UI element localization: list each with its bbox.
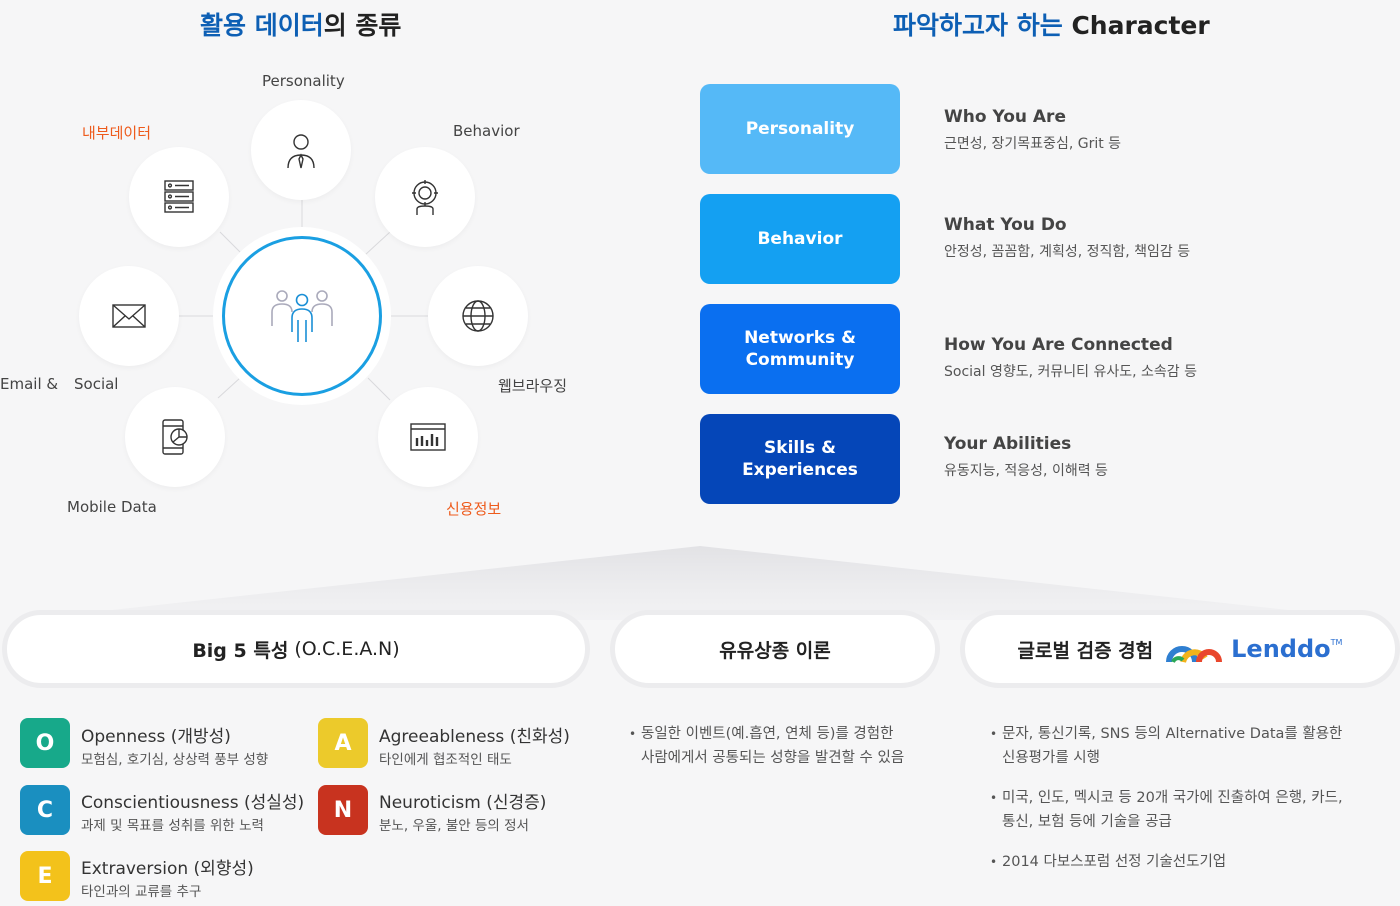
behavior-label: Behavior <box>453 122 520 140</box>
global-bullet-3: • 2014 다보스포럼 선정 기술선도기업 <box>990 850 1227 874</box>
social-label: Social <box>74 375 119 393</box>
spotlight-wedge <box>20 546 1380 620</box>
big5-pill-bold: Big 5 특성 <box>192 639 289 662</box>
box-line-1: Networks & <box>744 328 856 348</box>
bullet-line: 동일한 이벤트(예.흡연, 연체 등)를 경험한 <box>641 726 894 742</box>
email-social-node <box>79 266 179 366</box>
character-desc-how: Social 영향도, 커뮤니티 유사도, 소속감 등 <box>944 364 1197 380</box>
box-line-1: Skills & <box>764 438 836 458</box>
big5-pill-rest: (O.C.E.A.N) <box>288 638 400 660</box>
lenddo-tm: TM <box>1330 637 1343 647</box>
web-browsing-label: 웹브라우징 <box>498 377 568 395</box>
ocean-desc-extraversion: 타인과의 교류를 추구 <box>81 884 202 900</box>
big5-pill: Big 5 특성 (O.C.E.A.N) <box>2 610 590 688</box>
credit-info-node <box>378 387 478 487</box>
ocean-desc-openness: 모험심, 호기심, 상상력 풍부 성향 <box>81 752 269 768</box>
character-title: 파악하고자 하는 Character <box>893 6 1210 42</box>
internal-data-label: 내부데이터 <box>82 124 152 142</box>
data-types-title: 활용 데이터의 종류 <box>200 6 401 42</box>
character-title-highlight: 파악하고자 하는 <box>893 11 1063 40</box>
ocean-desc-agreeableness: 타인에게 협조적인 태도 <box>379 752 512 768</box>
person-tie-icon <box>287 134 315 169</box>
bullet-dot: • <box>990 855 998 869</box>
server-list-icon <box>164 180 194 213</box>
personality-label: Personality <box>262 72 345 90</box>
character-title-who: Who You Are <box>944 107 1066 127</box>
character-box-label: Behavior <box>757 229 843 249</box>
character-title-abilities: Your Abilities <box>944 434 1072 454</box>
internal-data-node <box>129 147 229 247</box>
envelope-icon <box>112 304 146 328</box>
character-desc-what: 안정성, 꼼꼼함, 계획성, 정직함, 책임감 등 <box>944 244 1191 260</box>
web-browsing-node <box>428 266 528 366</box>
theory-bullet-1: • 동일한 이벤트(예.흡연, 연체 등)를 경험한 사람에게서 공통되는 성향… <box>629 722 905 770</box>
global-bullet-2: • 미국, 인도, 멕시코 등 20개 국가에 진출하여 은행, 카드, 통신,… <box>990 786 1343 834</box>
global-bullet-1: • 문자, 통신기록, SNS 등의 Alternative Data를 활용한… <box>990 722 1343 770</box>
global-pill-label: 글로벌 검증 경험 <box>1017 639 1154 662</box>
bullet-line: 사람에게서 공통되는 성향을 발견할 수 있음 <box>641 750 905 766</box>
theory-pill: 유유상종 이론 <box>610 610 940 688</box>
character-box-personality: Personality <box>700 84 900 174</box>
browser-chart-icon <box>410 423 446 451</box>
email-label: Email & <box>0 375 59 393</box>
ocean-title-extraversion: Extraversion (외향성) <box>81 859 254 879</box>
connector-lines <box>178 200 428 401</box>
character-desc-abilities: 유동지능, 적응성, 이해력 등 <box>944 463 1108 479</box>
ocean-badge-c: C <box>20 785 70 835</box>
ocean-title-openness: Openness (개방성) <box>81 727 231 747</box>
ocean-desc-neuroticism: 분노, 우울, 불안 등의 정서 <box>379 818 529 834</box>
gear-head-icon <box>412 180 438 215</box>
lenddo-brand: Lenddo <box>1231 635 1331 663</box>
data-types-title-rest: 의 종류 <box>323 11 402 40</box>
ocean-desc-conscientiousness: 과제 및 목표를 성취를 위한 노력 <box>81 818 264 834</box>
behavior-node <box>375 147 475 247</box>
globe-icon <box>462 300 494 332</box>
character-desc-who: 근면성, 장기목표중심, Grit 등 <box>944 136 1122 152</box>
bullet-line: 통신, 보험 등에 기술을 공급 <box>1002 814 1172 830</box>
ocean-title-conscientiousness: Conscientiousness (성실성) <box>81 793 305 813</box>
people-group-icon <box>271 290 333 342</box>
character-box-networks: Networks &Community <box>700 304 900 394</box>
data-types-title-highlight: 활용 데이터 <box>200 11 324 40</box>
ocean-title-neuroticism: Neuroticism (신경증) <box>379 793 547 813</box>
character-box-label: Networks &Community <box>744 327 856 371</box>
phone-chart-icon <box>162 419 188 455</box>
mobile-data-label: Mobile Data <box>67 498 157 516</box>
bullet-line: 신용평가를 시행 <box>1002 750 1100 766</box>
bullet-dot: • <box>990 727 998 741</box>
bullet-dot: • <box>990 791 998 805</box>
character-title-rest: Character <box>1071 11 1210 40</box>
lenddo-logo-icon <box>1166 646 1223 663</box>
character-title-what: What You Do <box>944 215 1067 235</box>
bullet-line: 2014 다보스포럼 선정 기술선도기업 <box>1002 854 1227 870</box>
bullet-line: 미국, 인도, 멕시코 등 20개 국가에 진출하여 은행, 카드, <box>1002 790 1343 806</box>
theory-pill-label: 유유상종 이론 <box>719 639 831 662</box>
bullet-dot: • <box>629 727 637 741</box>
mobile-data-node <box>125 387 225 487</box>
bullet-line: 문자, 통신기록, SNS 등의 Alternative Data를 활용한 <box>1002 726 1343 742</box>
character-box-label: Personality <box>745 119 855 139</box>
ocean-title-agreeableness: Agreeableness (친화성) <box>379 727 570 747</box>
credit-info-label: 신용정보 <box>446 500 502 518</box>
ocean-badge-a: A <box>318 718 368 768</box>
personality-node <box>251 100 351 200</box>
box-line-2: Community <box>745 350 855 370</box>
character-box-label: Skills &Experiences <box>742 437 858 481</box>
ocean-badge-o: O <box>20 718 70 768</box>
center-node <box>222 236 382 396</box>
box-line-2: Experiences <box>742 460 858 480</box>
ocean-badge-n: N <box>318 785 368 835</box>
character-title-how: How You Are Connected <box>944 335 1173 355</box>
ocean-badge-e: E <box>20 851 70 901</box>
character-box-skills: Skills &Experiences <box>700 414 900 504</box>
character-box-behavior: Behavior <box>700 194 900 284</box>
